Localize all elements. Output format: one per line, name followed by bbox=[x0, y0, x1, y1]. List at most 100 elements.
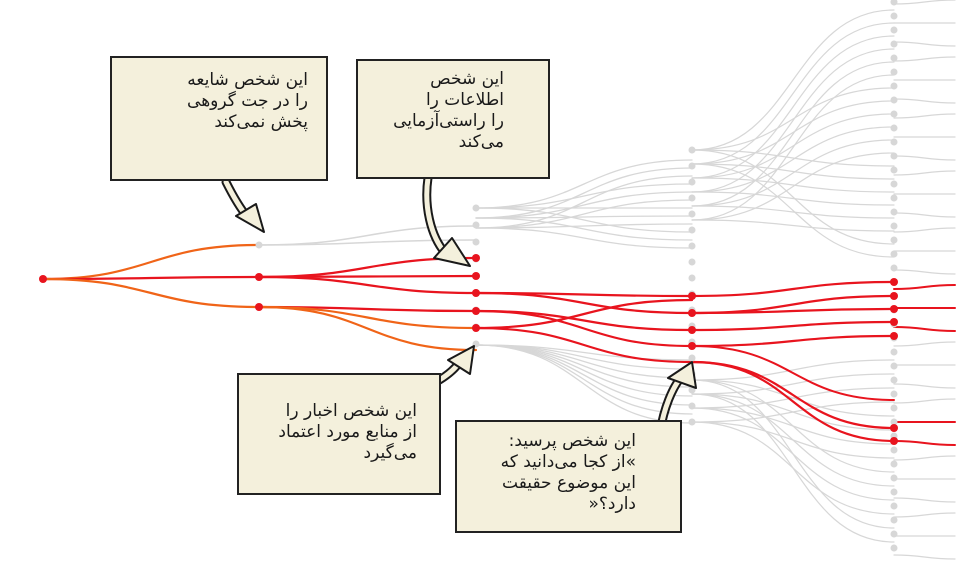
share-node-active bbox=[890, 305, 898, 313]
inactive-edge bbox=[475, 344, 693, 388]
share-node-inactive bbox=[890, 250, 898, 258]
inactive-edge bbox=[893, 98, 956, 104]
share-node-inactive bbox=[890, 446, 898, 454]
callout-asked-how-you-know: این شخص پرسید: »از کجا می‌دانید که این م… bbox=[455, 420, 682, 533]
share-node-inactive bbox=[890, 68, 898, 76]
inactive-edge bbox=[691, 126, 895, 193]
share-node-inactive bbox=[890, 222, 898, 230]
curved-arrow-icon bbox=[221, 177, 265, 233]
inactive-edge bbox=[893, 512, 956, 518]
inactive-edge bbox=[691, 163, 895, 258]
share-node-inactive bbox=[890, 208, 898, 216]
share-node-inactive bbox=[688, 146, 696, 154]
inactive-edge bbox=[893, 341, 956, 347]
inactive-edge bbox=[691, 393, 895, 543]
callout-no-group-chat-sharing: این شخص شایعه را در جت گروهی پخش نمی‌کند bbox=[110, 56, 328, 181]
spread-edge bbox=[474, 298, 694, 330]
share-node-inactive bbox=[890, 194, 898, 202]
inactive-edge bbox=[475, 344, 693, 415]
inactive-edge bbox=[691, 191, 895, 206]
inactive-edge bbox=[691, 152, 895, 221]
share-node-inactive bbox=[472, 204, 480, 212]
spread-edge bbox=[690, 320, 896, 332]
inactive-edge bbox=[691, 393, 895, 431]
spread-edge bbox=[691, 345, 895, 401]
inactive-edge bbox=[893, 0, 956, 5]
share-node-inactive bbox=[688, 354, 696, 362]
inactive-edge bbox=[475, 159, 693, 209]
share-node-inactive bbox=[472, 221, 480, 229]
inactive-edge bbox=[475, 183, 693, 209]
share-node-active bbox=[890, 424, 898, 432]
callout-line: این شخص اخبار را bbox=[285, 401, 417, 421]
inactive-edge bbox=[475, 344, 693, 406]
inactive-edge bbox=[691, 379, 895, 417]
inactive-edge bbox=[691, 359, 895, 381]
share-node-inactive bbox=[688, 194, 696, 202]
share-node-inactive bbox=[890, 474, 898, 482]
inactive-edge bbox=[691, 35, 895, 179]
spread-edge bbox=[893, 440, 956, 446]
share-node-active bbox=[255, 273, 263, 281]
share-node-active bbox=[890, 278, 898, 286]
arrow-head bbox=[235, 203, 265, 233]
inactive-edge bbox=[893, 41, 956, 47]
inactive-edge bbox=[475, 207, 693, 233]
spread-edge bbox=[257, 275, 478, 295]
share-node-inactive bbox=[255, 241, 263, 249]
inactive-edge bbox=[475, 223, 693, 229]
share-node-inactive bbox=[890, 362, 898, 370]
inactive-edge bbox=[475, 191, 693, 219]
inactive-edge bbox=[893, 269, 956, 275]
callout-line: »از کجا می‌دانید که bbox=[500, 452, 636, 472]
spread-edge bbox=[690, 360, 896, 443]
inactive-edge bbox=[893, 212, 956, 218]
inactive-edge bbox=[893, 56, 956, 62]
share-node-inactive bbox=[688, 242, 696, 250]
share-node-inactive bbox=[890, 418, 898, 426]
inactive-edge bbox=[691, 22, 895, 165]
spread-edge bbox=[257, 305, 478, 352]
inactive-edge bbox=[691, 61, 895, 207]
share-node-inactive bbox=[688, 226, 696, 234]
spread-edge bbox=[41, 277, 261, 309]
callout-line: این شخص شایعه bbox=[187, 70, 308, 90]
inactive-edge bbox=[691, 379, 895, 529]
share-node-inactive bbox=[890, 110, 898, 118]
inactive-edge bbox=[893, 113, 956, 119]
callout-line: را در جت گروهی bbox=[187, 91, 308, 111]
callout-line: می‌گیرد bbox=[363, 443, 417, 463]
inactive-edge bbox=[691, 205, 895, 219]
inactive-edge bbox=[475, 167, 693, 219]
share-node-inactive bbox=[688, 402, 696, 410]
inactive-edge bbox=[893, 497, 956, 503]
spread-edge bbox=[893, 284, 956, 290]
inactive-edge bbox=[691, 139, 895, 207]
share-node-inactive bbox=[890, 124, 898, 132]
share-node-inactive bbox=[890, 348, 898, 356]
callout-line: این موضوع حقیقت bbox=[502, 473, 636, 493]
inactive-edge bbox=[893, 383, 956, 389]
inactive-edge bbox=[691, 87, 895, 151]
inactive-edges bbox=[258, 0, 956, 560]
spread-edge bbox=[41, 243, 261, 281]
spread-edge bbox=[474, 291, 694, 315]
share-node-inactive bbox=[472, 238, 480, 246]
inactive-edge bbox=[691, 48, 895, 193]
callout-trusted-sources: این شخص اخبار را از منابع مورد اعتماد می… bbox=[237, 373, 441, 495]
inactive-edge bbox=[893, 227, 956, 233]
callout-line: دارد؟« bbox=[588, 494, 637, 514]
share-node-inactive bbox=[890, 152, 898, 160]
share-node-inactive bbox=[890, 264, 898, 272]
inactive-edge bbox=[893, 155, 956, 161]
inactive-edge bbox=[691, 219, 895, 232]
share-node-inactive bbox=[688, 258, 696, 266]
inactive-edge bbox=[691, 113, 895, 179]
share-node-inactive bbox=[688, 162, 696, 170]
arrow-head bbox=[433, 237, 471, 267]
share-node-inactive bbox=[890, 544, 898, 552]
arrow-head bbox=[447, 345, 475, 375]
inactive-edge bbox=[475, 175, 693, 229]
curved-arrow-icon bbox=[422, 173, 471, 267]
